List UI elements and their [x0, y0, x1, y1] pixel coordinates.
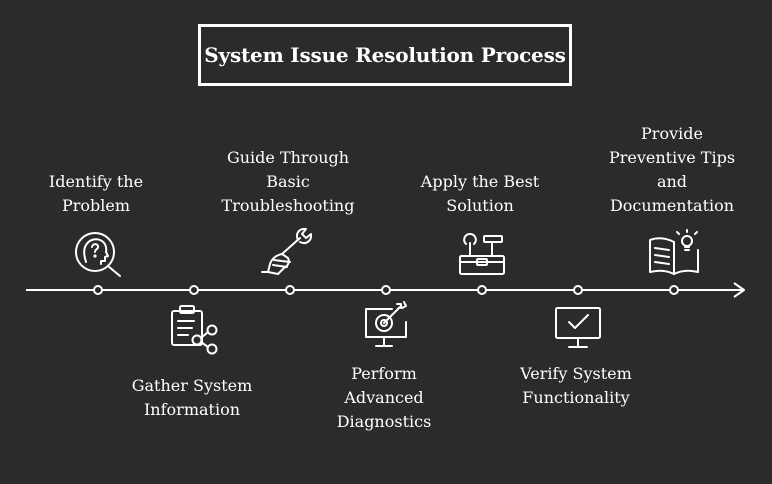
step-label-advanced-diagnostics: Perform Advanced Diagnostics	[336, 364, 432, 431]
step-marker-5	[477, 285, 487, 295]
step-marker-6	[573, 285, 583, 295]
magnifier-head-question-icon	[75, 232, 121, 277]
toolbox-icon	[459, 233, 505, 275]
step-label-verify-functionality: Verify System Functionality	[520, 364, 632, 407]
step-marker-4	[381, 285, 391, 295]
timeline-arrowhead	[733, 282, 745, 298]
step-label-preventive-tips: Provide Preventive Tips and Documentatio…	[608, 124, 736, 215]
clipboard-share-icon	[171, 305, 218, 355]
step-marker-2	[189, 285, 199, 295]
step-marker-1	[93, 285, 103, 295]
step-label-basic-troubleshooting: Guide Through Basic Troubleshooting	[221, 148, 355, 215]
title-box: System Issue Resolution Process	[198, 24, 572, 86]
monitor-target-icon	[365, 301, 407, 347]
diagram-title: System Issue Resolution Process	[204, 43, 566, 67]
monitor-check-icon	[555, 307, 601, 348]
step-label-gather-information: Gather System Information	[131, 376, 253, 419]
step-label-identify-problem: Identify the Problem	[48, 172, 144, 215]
step-markers	[93, 285, 679, 295]
step-marker-7	[669, 285, 679, 295]
wrench-hand-icon	[261, 227, 313, 275]
step-marker-3	[285, 285, 295, 295]
book-lightbulb-icon	[649, 229, 699, 275]
step-label-apply-solution: Apply the Best Solution	[420, 172, 540, 215]
